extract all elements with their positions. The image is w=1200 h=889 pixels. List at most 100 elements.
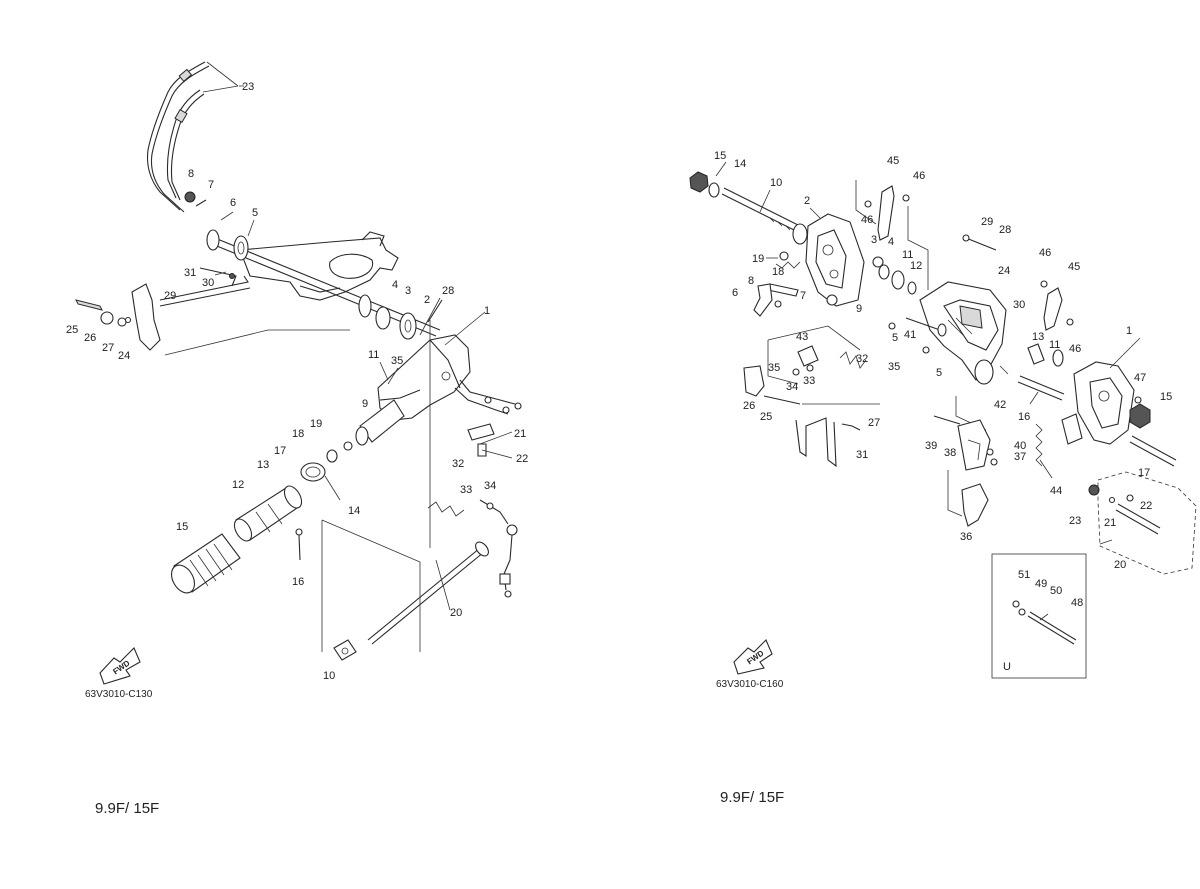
- part-label: 51: [1018, 569, 1030, 581]
- part-label: 34: [484, 480, 496, 492]
- part-label: 35: [768, 362, 780, 374]
- lever-24: [75, 275, 251, 351]
- throttle-cables: [146, 61, 239, 213]
- part-label: 13: [257, 459, 269, 471]
- part-label: 12: [232, 479, 244, 491]
- part-label: 44: [1050, 485, 1062, 497]
- part-label: 21: [514, 428, 526, 440]
- grip-15: [170, 533, 241, 594]
- part-label: 23: [242, 81, 254, 93]
- fwd-arrow-icon: FWD: [733, 639, 773, 675]
- part-label: 46: [861, 214, 873, 226]
- steering-bracket: [239, 231, 399, 301]
- clamp-bracket-1: [1061, 361, 1135, 445]
- part-label: 11: [902, 249, 913, 261]
- part-label: 13: [1032, 331, 1044, 343]
- part-label: 18: [292, 428, 304, 440]
- part-label: 19: [752, 253, 764, 265]
- part-label: 4: [392, 279, 398, 291]
- part-label: 45: [887, 155, 899, 167]
- tiller-arm-1: [355, 334, 471, 446]
- part-label: 2: [804, 195, 810, 207]
- part-label: 46: [1039, 247, 1051, 259]
- part-label: 33: [803, 375, 815, 387]
- part-label: 45: [1068, 261, 1080, 273]
- part-label: 8: [748, 275, 754, 287]
- part-label: 7: [208, 179, 214, 191]
- part-label: 25: [66, 324, 78, 336]
- fwd-arrow-icon: FWD: [99, 647, 141, 685]
- washer-6: [206, 229, 220, 251]
- part-label: 35: [888, 361, 900, 373]
- part-label: 39: [925, 440, 937, 452]
- part-label: 5: [252, 207, 258, 219]
- part-label: 24: [998, 265, 1010, 277]
- diagram-code: 63V3010-C160: [716, 679, 784, 690]
- left-leader-lines: [214, 85, 513, 611]
- part-label: 30: [202, 277, 214, 289]
- part-label: 25: [760, 411, 772, 423]
- part-label: 18: [772, 266, 784, 278]
- part-label: 48: [1071, 597, 1083, 609]
- clamp-bracket-2: [792, 213, 865, 307]
- part-label: 6: [732, 287, 738, 299]
- part-label: 1: [1126, 325, 1132, 337]
- part-label: 19: [310, 418, 322, 430]
- part-label: 34: [786, 381, 798, 393]
- left-parts-diagram: 23 8 7 6 5 31 30 29 25 26 27 24 4 3 2 28…: [66, 61, 528, 817]
- part-label: 26: [743, 400, 755, 412]
- part-label: 7: [800, 290, 806, 302]
- part-label: 9: [362, 398, 368, 410]
- part-label: 26: [84, 332, 96, 344]
- part-label: 20: [450, 607, 462, 619]
- part-label: 49: [1035, 578, 1047, 590]
- part-label: 28: [442, 285, 454, 297]
- part-label: 15: [176, 521, 188, 533]
- part-label: 46: [1069, 343, 1081, 355]
- part-label: 3: [871, 234, 877, 246]
- part-label: 50: [1050, 585, 1062, 597]
- part-label: 27: [102, 342, 114, 354]
- part-label: 20: [1114, 559, 1126, 571]
- part-label: 32: [452, 458, 464, 470]
- part-label: 11: [368, 349, 379, 361]
- part-label: 15: [1160, 391, 1172, 403]
- part-label: 22: [1140, 500, 1152, 512]
- washer-5: [233, 235, 249, 261]
- part-label: 24: [118, 350, 130, 362]
- inset-box-u: [991, 553, 1087, 679]
- part-label: 5: [936, 367, 942, 379]
- part-label: 11: [1049, 339, 1060, 351]
- right-leader-lines: [715, 161, 1141, 621]
- part-label: 1: [484, 305, 490, 317]
- part-label: 43: [796, 331, 808, 343]
- part-label: U: [1003, 661, 1011, 673]
- part-label: 8: [188, 168, 194, 180]
- part-label: 14: [734, 158, 746, 170]
- part-label: 38: [944, 447, 956, 459]
- part-label: 31: [184, 267, 196, 279]
- part-label: 3: [405, 285, 411, 297]
- part-label: 10: [323, 670, 335, 682]
- part-label: 23: [1069, 515, 1081, 527]
- diagram-code: 63V3010-C130: [85, 689, 153, 700]
- part-label: 32: [856, 353, 868, 365]
- right-parts-diagram: 15 14 10 2 45 46 46 19 18 3 4 11 12 29 2…: [689, 150, 1197, 806]
- part-label: 42: [994, 399, 1006, 411]
- part-label: 21: [1104, 517, 1116, 529]
- part-label: 14: [348, 505, 360, 517]
- part-label: 29: [981, 216, 993, 228]
- part-label: 36: [960, 531, 972, 543]
- part-label: 17: [1138, 467, 1150, 479]
- part-label: 9: [856, 303, 862, 315]
- model-footer: 9.9F/ 15F: [720, 789, 784, 806]
- part-label: 40: [1014, 440, 1026, 452]
- throttle-grip-12: [233, 485, 303, 542]
- part-label: 16: [1018, 411, 1030, 423]
- part-label: 22: [516, 453, 528, 465]
- model-footer: 9.9F/ 15F: [95, 800, 159, 817]
- part-label: 6: [230, 197, 236, 209]
- part-label: 46: [913, 170, 925, 182]
- part-label: 31: [856, 449, 868, 461]
- part-label: 2: [424, 294, 430, 306]
